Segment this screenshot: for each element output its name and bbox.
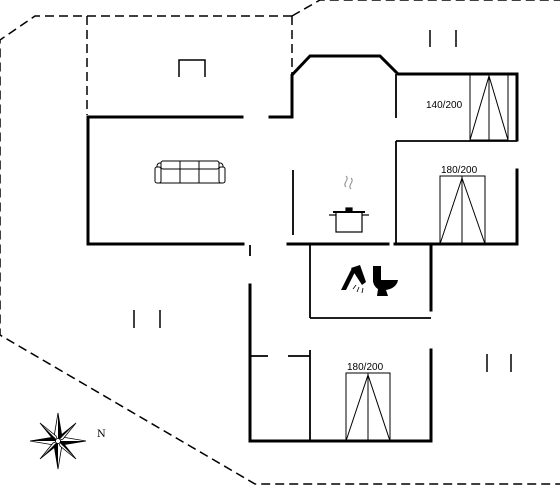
toilet-icon (373, 266, 398, 296)
outdoor-marks (133, 30, 512, 372)
bed-label-140: 140/200 (426, 100, 463, 111)
cooking-pot-icon (329, 175, 369, 233)
bed-label-180-right: 180/200 (441, 165, 478, 176)
sofa-icon (154, 160, 226, 184)
interior-walls (249, 74, 517, 441)
compass-north-label: N (97, 429, 106, 440)
shower-icon (341, 265, 366, 294)
bed-label-180-lower: 180/200 (347, 362, 384, 373)
walls (86, 54, 519, 443)
bed-180-lower (345, 372, 391, 442)
bed-140-upper-right (469, 73, 509, 141)
bed-180-right (439, 175, 486, 245)
compass-rose-icon (29, 412, 87, 470)
